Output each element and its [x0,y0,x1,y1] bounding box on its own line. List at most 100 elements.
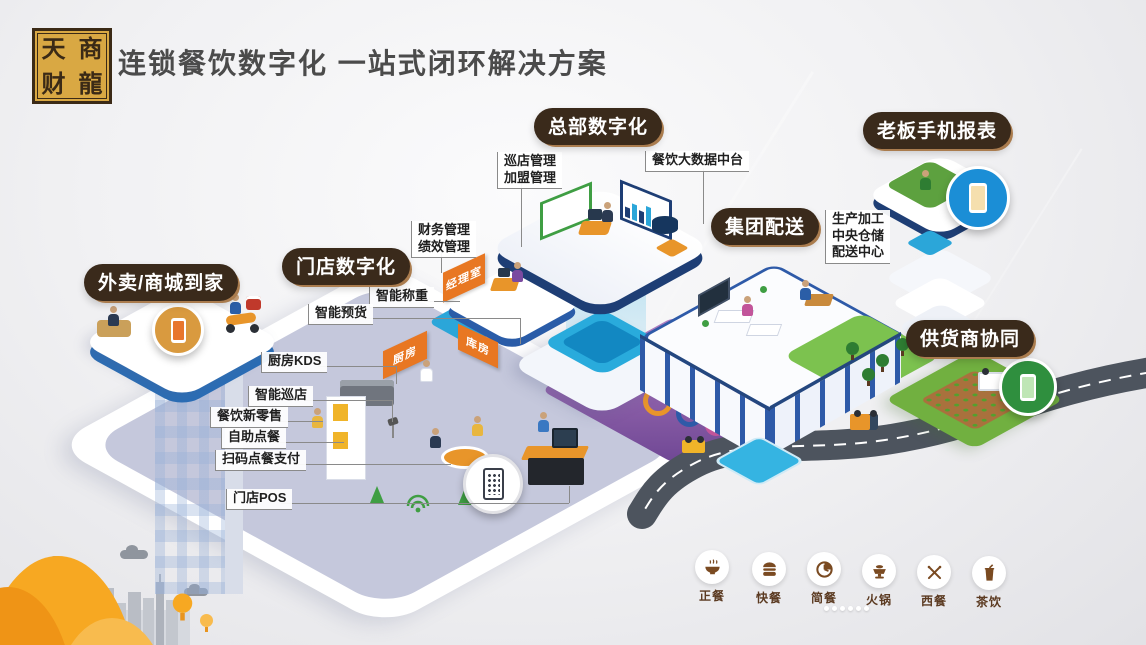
callout-line: 配送中心 [832,244,885,260]
pill-group-delivery: 集团配送 [711,208,820,245]
menu-screen [333,404,348,421]
fork-knife-icon [927,565,941,579]
callout-line: 绩效管理 [418,238,471,254]
connector-line [293,464,451,465]
tree-icon [896,338,909,356]
boss-person [920,170,931,190]
office-worker [742,296,753,316]
pine-tree-icon [370,486,384,503]
ellipsis-dot [840,606,845,611]
meeting-table [745,324,783,336]
connector-line [520,318,521,344]
pos-counter-front [528,458,584,485]
callout-line: 巡店管理 [504,153,557,168]
plant-icon [760,286,767,293]
connector-line [392,400,393,422]
tree-icon [172,593,193,621]
sofa [97,320,131,337]
pill-store-digitalization: 门店数字化 [282,248,411,285]
connector-line [424,301,460,302]
connector-line [703,168,704,224]
food-type-zhengcan: 正餐 [689,550,735,604]
hq-monitor [588,209,602,220]
pill-hq-digitalization: 总部数字化 [534,108,663,145]
pill-waimai-mall-home: 外卖/商城到家 [84,264,239,301]
drink-cup-icon [984,563,994,581]
tree-icon [876,354,889,372]
callout-qr-order-pay: 扫码点餐支付 [215,450,307,471]
connector-line [366,318,520,319]
pill-boss-mobile-report: 老板手机报表 [863,112,1012,149]
logo-char: 龍 [78,68,103,98]
food-type-jiancan: 简餐 [801,552,847,606]
page-title: 连锁餐饮数字化 一站式闭环解决方案 [118,48,608,79]
callout-smart-patrol: 智能巡店 [248,386,314,407]
brand-logo: 天 商 财 龍 [32,28,112,104]
connector-line [272,442,344,443]
ellipsis-dot [856,606,861,611]
callout-new-retail: 餐饮新零售 [210,407,289,428]
phone-qr-icon [482,468,504,500]
connector-line [521,181,522,247]
scooter-wheel [250,324,259,333]
waimai-phone-badge [152,304,204,356]
callout-line: 加盟管理 [504,169,557,185]
tree-icon [846,342,859,360]
food-type-huoguo: 火锅 [856,554,902,608]
orange-hills [0,556,154,645]
room-sign-kitchen-label: 厨房 [393,344,417,368]
hotpot-icon [872,564,886,578]
callout-kitchen-kds: 厨房KDS [261,352,328,373]
camera-pole [392,424,394,438]
logo-char: 天 [41,33,66,63]
cashier-person [538,412,549,432]
connector-line [569,486,570,503]
phone-icon [170,317,186,343]
ellipsis-dot [848,606,853,611]
tree-icon [200,614,213,632]
callout-smart-stock: 智能预货 [308,304,374,325]
callout-hq-left: 巡店管理 加盟管理 [497,152,563,190]
burger-icon [762,561,776,576]
bar [646,206,651,228]
callout-finance: 财务管理 绩效管理 [411,221,477,259]
office-worker [800,280,811,300]
ellipsis-dot [824,606,829,611]
pos-monitor [552,428,578,448]
ellipsis-dot [864,606,869,611]
callout-self-order: 自助点餐 [221,428,287,449]
diner-person [472,416,483,436]
connector-line [277,421,323,422]
hq-desk [577,221,613,235]
logo-char: 商 [78,33,103,63]
delivery-box [246,296,261,310]
kiosk-customer [312,408,323,428]
delivery-rider [230,294,241,314]
hq-worker [602,202,613,222]
connector-line [281,503,569,504]
manager-person [512,262,523,282]
connector-line [441,249,442,273]
phone-icon [1020,373,1036,401]
connector-line [318,366,396,367]
bigdata-podium [652,216,678,234]
tree-icon [862,368,875,386]
plant-icon [702,320,709,327]
manager-monitor [498,268,510,277]
phone-icon [969,183,987,213]
connector-line [396,366,397,384]
scooter-wheel [226,324,235,333]
callout-line: 财务管理 [418,222,471,237]
boss-phone-badge [946,166,1010,230]
supplier-phone-badge [999,358,1057,416]
cloud-icon [184,583,208,596]
chef-person [420,360,433,382]
connector-line [306,400,392,401]
callout-line: 生产加工 [832,211,885,226]
bar [639,210,644,225]
clock-plate-icon [815,560,833,578]
diner-person [430,428,441,448]
qr-scan-badge [463,454,523,514]
room-sign-storeroom-label: 库房 [466,335,490,359]
